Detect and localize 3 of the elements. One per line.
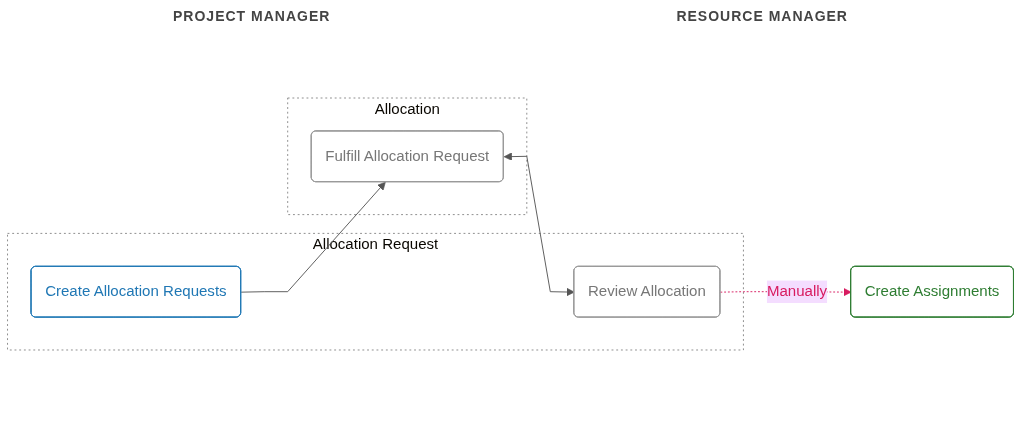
column-heading: RESOURCE MANAGER bbox=[676, 8, 848, 24]
column-heading: PROJECT MANAGER bbox=[173, 8, 331, 24]
edge-label: Manually bbox=[766, 283, 828, 300]
